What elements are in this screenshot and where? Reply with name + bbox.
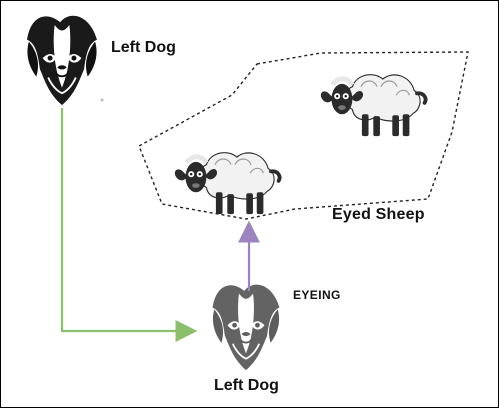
bottom-dog-label: Left Dog: [214, 377, 279, 395]
sheep-group-boundary: [139, 52, 468, 219]
border-collie-icon: [213, 285, 280, 370]
border-collie-icon: [27, 16, 97, 105]
sheep-icon: [175, 153, 280, 214]
relation-label: EYEING: [293, 288, 341, 302]
stray-dot: [101, 99, 104, 102]
sheep-group-label: Eyed Sheep: [332, 206, 425, 224]
top-dog-label: Left Dog: [111, 39, 176, 57]
sheep-icon: [321, 75, 426, 136]
movement-arrow: [62, 108, 193, 331]
